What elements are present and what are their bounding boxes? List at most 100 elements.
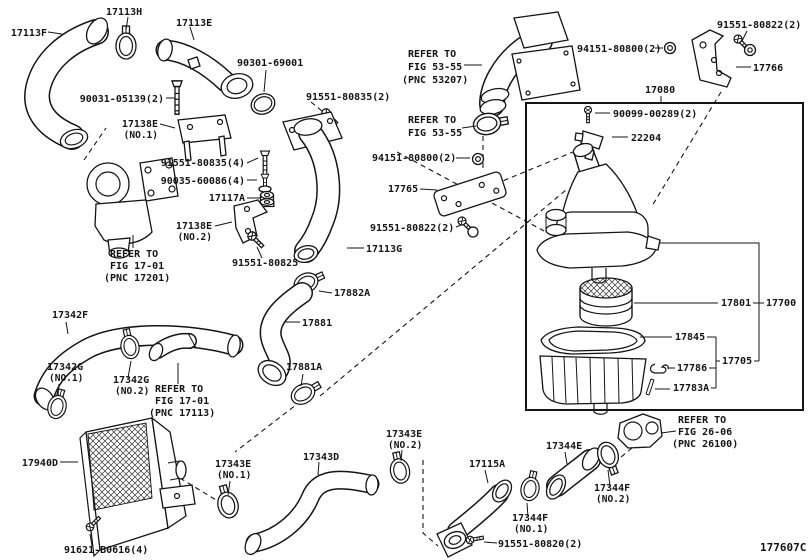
air-cleaner-assembly-box bbox=[525, 102, 804, 411]
part-hose-17343D bbox=[244, 470, 380, 556]
label-17881A: 17881A bbox=[286, 362, 322, 373]
part-bracket-17766 bbox=[691, 29, 732, 88]
label-90031-05139: 90031-05139(2) bbox=[80, 94, 164, 105]
label-refer-26100-l2: FIG 26-06 bbox=[678, 427, 732, 438]
part-turbocharger bbox=[86, 157, 179, 259]
part-bracket-17138E-no2 bbox=[233, 199, 269, 244]
label-17344F-no1: 17344F bbox=[512, 513, 548, 524]
label-refer-53207-l2: FIG 53-55 bbox=[408, 62, 462, 73]
part-oring-90301 bbox=[250, 93, 276, 115]
part-stub-pipe-pnc17113 bbox=[148, 332, 197, 362]
part-clamp-fig5355 bbox=[471, 109, 511, 138]
label-91621-B0616: 91621-B0616(4) bbox=[64, 545, 148, 556]
label-17801: 17801 bbox=[721, 298, 751, 309]
label-refer-53207-l1: REFER TO bbox=[408, 49, 456, 60]
part-resonator-pnc26100 bbox=[617, 413, 663, 449]
label-94151-80800-mid: 94151-80800(2) bbox=[372, 153, 456, 164]
label-refer-17201-l1: REFER TO bbox=[110, 249, 158, 260]
label-17765: 17765 bbox=[388, 184, 418, 195]
label-17783A: 17783A bbox=[673, 383, 709, 394]
label-17115A: 17115A bbox=[469, 459, 505, 470]
label-17881: 17881 bbox=[302, 318, 332, 329]
label-91551-80825: 91551-80825 bbox=[232, 258, 298, 269]
label-17882A: 17882A bbox=[334, 288, 370, 299]
label-17344F-no1-sub: (NO.1) bbox=[514, 524, 548, 535]
label-17113F: 17113F bbox=[11, 28, 47, 39]
label-refer-26100-l3: (PNC 26100) bbox=[672, 439, 738, 450]
label-17138E-no1: 17138E bbox=[122, 119, 158, 130]
label-17786: 17786 bbox=[677, 363, 707, 374]
label-17344F-no2-sub: (NO.2) bbox=[596, 494, 630, 505]
label-17117A: 17117A bbox=[209, 193, 245, 204]
label-17705: 17705 bbox=[722, 356, 752, 367]
part-bracket-17765 bbox=[433, 171, 507, 217]
part-case-17705 bbox=[539, 355, 647, 415]
label-17138E-no2: 17138E bbox=[176, 221, 212, 232]
label-17700: 17700 bbox=[766, 298, 796, 309]
label-91551-80820: 91551-80820(2) bbox=[498, 539, 582, 550]
part-clamp-17344F-no2 bbox=[593, 438, 625, 478]
label-91551-80835-4: 91551-80835(4) bbox=[161, 158, 245, 169]
label-17343D: 17343D bbox=[303, 452, 339, 463]
part-nut-17117A bbox=[259, 190, 275, 208]
callout-labels: 17113F 17113H 17113E 90301-69001 90031-0… bbox=[11, 7, 806, 556]
label-90035-60086: 90035-60086(4) bbox=[161, 176, 245, 187]
label-17080: 17080 bbox=[645, 85, 675, 96]
part-pipe-17113E bbox=[155, 38, 254, 99]
label-17344F-no2: 17344F bbox=[594, 483, 630, 494]
label-17342G-no1: 17342G bbox=[47, 362, 83, 373]
label-refer-5355-l1: REFER TO bbox=[408, 115, 456, 126]
label-17113E: 17113E bbox=[176, 18, 212, 29]
label-refer-17113-l1: REFER TO bbox=[155, 384, 203, 395]
part-pipe-17113G bbox=[282, 111, 343, 263]
part-clip-17786 bbox=[649, 363, 669, 374]
label-17343E-no1: 17343E bbox=[215, 459, 251, 470]
label-17344E: 17344E bbox=[546, 441, 582, 452]
label-17343E-no2-sub: (NO.2) bbox=[388, 440, 422, 451]
part-bracket-17138E-no1 bbox=[177, 114, 232, 162]
part-filter-17801 bbox=[579, 277, 633, 327]
label-refer-17113-l3: (PNC 17113) bbox=[149, 408, 215, 419]
label-91551-80835-2: 91551-80835(2) bbox=[306, 92, 390, 103]
label-17342F: 17342F bbox=[52, 310, 88, 321]
label-17845: 17845 bbox=[675, 332, 705, 343]
label-22204: 22204 bbox=[631, 133, 661, 144]
part-intercooler-17940D bbox=[79, 416, 196, 558]
label-91551-80822-mid: 91551-80822(2) bbox=[370, 223, 454, 234]
label-94151-80800-top: 94151-80800(2) bbox=[577, 44, 661, 55]
part-screw-91551-80822-mid bbox=[455, 214, 479, 238]
part-bolt-91551-80820 bbox=[465, 533, 485, 545]
part-pin-17783A bbox=[645, 378, 655, 396]
label-17343E-no2: 17343E bbox=[386, 429, 422, 440]
label-91551-80822-top: 91551-80822(2) bbox=[717, 20, 801, 31]
part-screw-91551-80822-top bbox=[731, 32, 757, 57]
part-hose-17113F bbox=[24, 17, 109, 150]
label-17342G-no2-sub: (NO.2) bbox=[115, 386, 149, 397]
label-17940D: 17940D bbox=[22, 458, 58, 469]
label-17113G: 17113G bbox=[366, 244, 402, 255]
label-refer-26100-l1: REFER TO bbox=[678, 415, 726, 426]
part-clamp-17881A bbox=[286, 375, 325, 410]
label-refer-5355-l2: FIG 53-55 bbox=[408, 128, 462, 139]
label-17343E-no1-sub: (NO.1) bbox=[217, 470, 251, 481]
part-gasket-17845 bbox=[540, 326, 646, 355]
label-refer-17113-l2: FIG 17-01 bbox=[155, 396, 209, 407]
part-hose-17344E bbox=[545, 447, 601, 500]
part-hose-17881 bbox=[257, 282, 313, 387]
label-refer-17201-l2: FIG 17-01 bbox=[110, 261, 164, 272]
part-clamp-17344F-no1 bbox=[518, 468, 544, 503]
part-elbow-duct-pnc53207 bbox=[479, 11, 581, 117]
part-nut-94151-top bbox=[663, 41, 677, 55]
part-screw-90099 bbox=[583, 105, 593, 124]
part-clamp-17343E-no2 bbox=[386, 449, 413, 486]
label-90301-69001: 90301-69001 bbox=[237, 58, 303, 69]
label-17138E-no1-sub: (NO.1) bbox=[124, 130, 158, 141]
part-pipe-17115A bbox=[436, 479, 513, 558]
label-refer-53207-l3: (PNC 53207) bbox=[402, 75, 468, 86]
part-clamp-17343E-no1 bbox=[212, 482, 242, 521]
part-air-cleaner-cap bbox=[536, 142, 661, 284]
part-clamp-17113H bbox=[115, 25, 137, 60]
label-17113H: 17113H bbox=[106, 7, 142, 18]
